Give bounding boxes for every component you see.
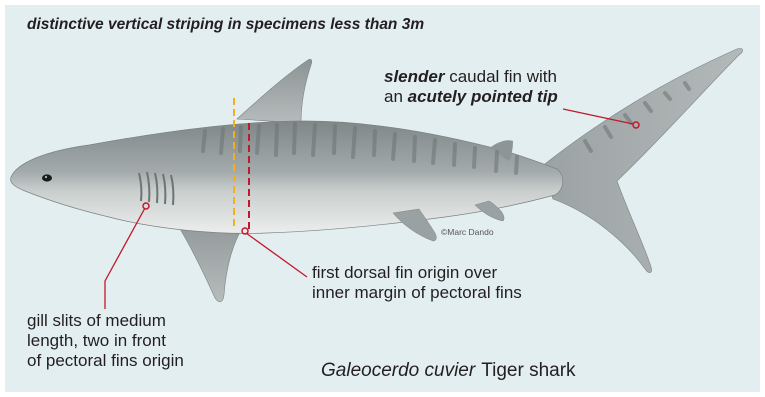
- gill-slits-note: gill slits of medium length, two in fron…: [27, 311, 184, 371]
- gill-note-line-3: of pectoral fins origin: [27, 351, 184, 371]
- common-name: Tiger shark: [481, 360, 575, 381]
- caudal-note-line-2-prefix: an: [384, 87, 408, 106]
- artist-credit: ©Marc Dando: [441, 227, 494, 237]
- species-caption: Galeocerdo cuvier Tiger shark: [321, 360, 576, 382]
- diagram-panel: distinctive vertical striping in specime…: [5, 5, 760, 392]
- caudal-note-line-2: an acutely pointed tip: [384, 87, 558, 107]
- eye: [42, 174, 52, 181]
- dorsal-fin-note: first dorsal fin origin over inner margi…: [312, 263, 522, 303]
- leader-dorsal: [246, 233, 307, 277]
- dorsal-note-line-2: inner margin of pectoral fins: [312, 283, 522, 303]
- headline: distinctive vertical striping in specime…: [27, 16, 424, 34]
- caudal-fin-note: slender caudal fin with an acutely point…: [384, 67, 558, 107]
- shark-body: [11, 121, 563, 233]
- caudal-note-line-1: slender caudal fin with: [384, 67, 558, 87]
- gill-note-line-1: gill slits of medium: [27, 311, 184, 331]
- caudal-note-bold-slender: slender: [384, 67, 444, 86]
- first-dorsal-fin: [237, 59, 312, 123]
- dorsal-note-line-1: first dorsal fin origin over: [312, 263, 522, 283]
- caudal-note-bold-tip: acutely pointed tip: [408, 87, 558, 106]
- caudal-note-line-1-text: caudal fin with: [444, 67, 556, 86]
- scientific-name: Galeocerdo cuvier: [321, 360, 475, 381]
- gill-note-line-2: length, two in front: [27, 331, 184, 351]
- caudal-fin: [541, 48, 743, 272]
